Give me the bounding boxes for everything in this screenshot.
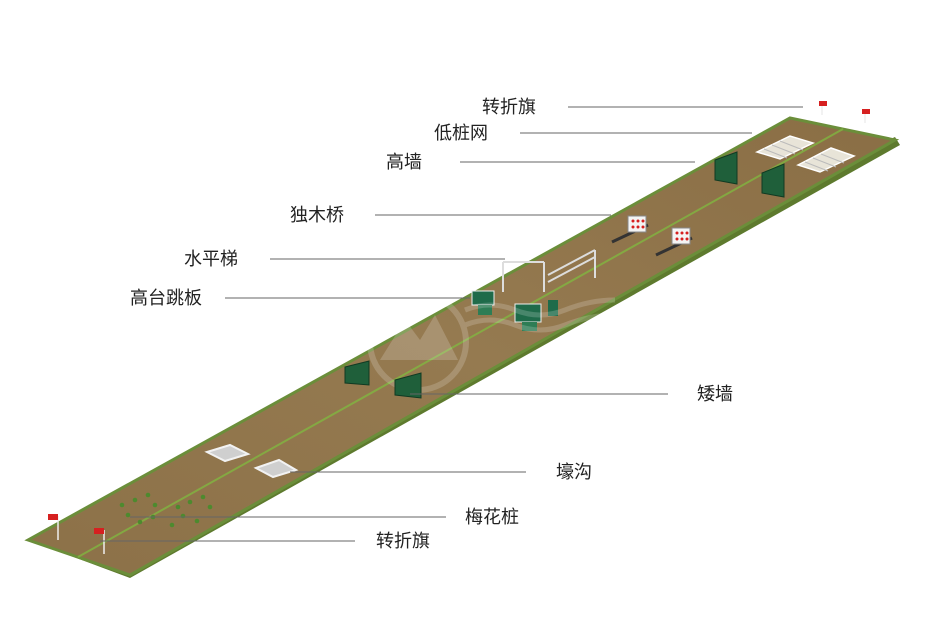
leader-lines [100, 106, 803, 542]
label-trench: 壕沟 [556, 462, 592, 483]
label-horizontal-ladder: 水平梯 [184, 249, 238, 270]
turn-flags-bottom [48, 514, 105, 554]
label-turn-flag-top: 转折旗 [482, 97, 536, 118]
label-balance-beam: 独木桥 [290, 205, 344, 226]
label-turn-flag-bottom: 转折旗 [376, 531, 430, 552]
low-stake-nets [754, 135, 856, 173]
low-walls [344, 360, 422, 399]
turn-flags-top [819, 101, 870, 123]
label-plum-piles: 梅花桩 [465, 507, 519, 528]
label-high-wall: 高墙 [386, 152, 422, 173]
label-high-platform-jump: 高台跳板 [130, 288, 202, 309]
flag-icon [862, 109, 870, 114]
label-low-wall: 矮墙 [697, 384, 733, 405]
high-walls [714, 151, 785, 198]
trenches [204, 443, 299, 479]
lane-divider [77, 128, 844, 558]
high-platform-jump [471, 290, 558, 331]
flag-icon [94, 528, 104, 534]
label-low-stake-net: 低桩网 [434, 123, 488, 144]
flag-icon [819, 101, 827, 106]
balance-beams [611, 215, 693, 257]
flag-icon [48, 514, 58, 520]
horizontal-ladder [502, 249, 596, 292]
